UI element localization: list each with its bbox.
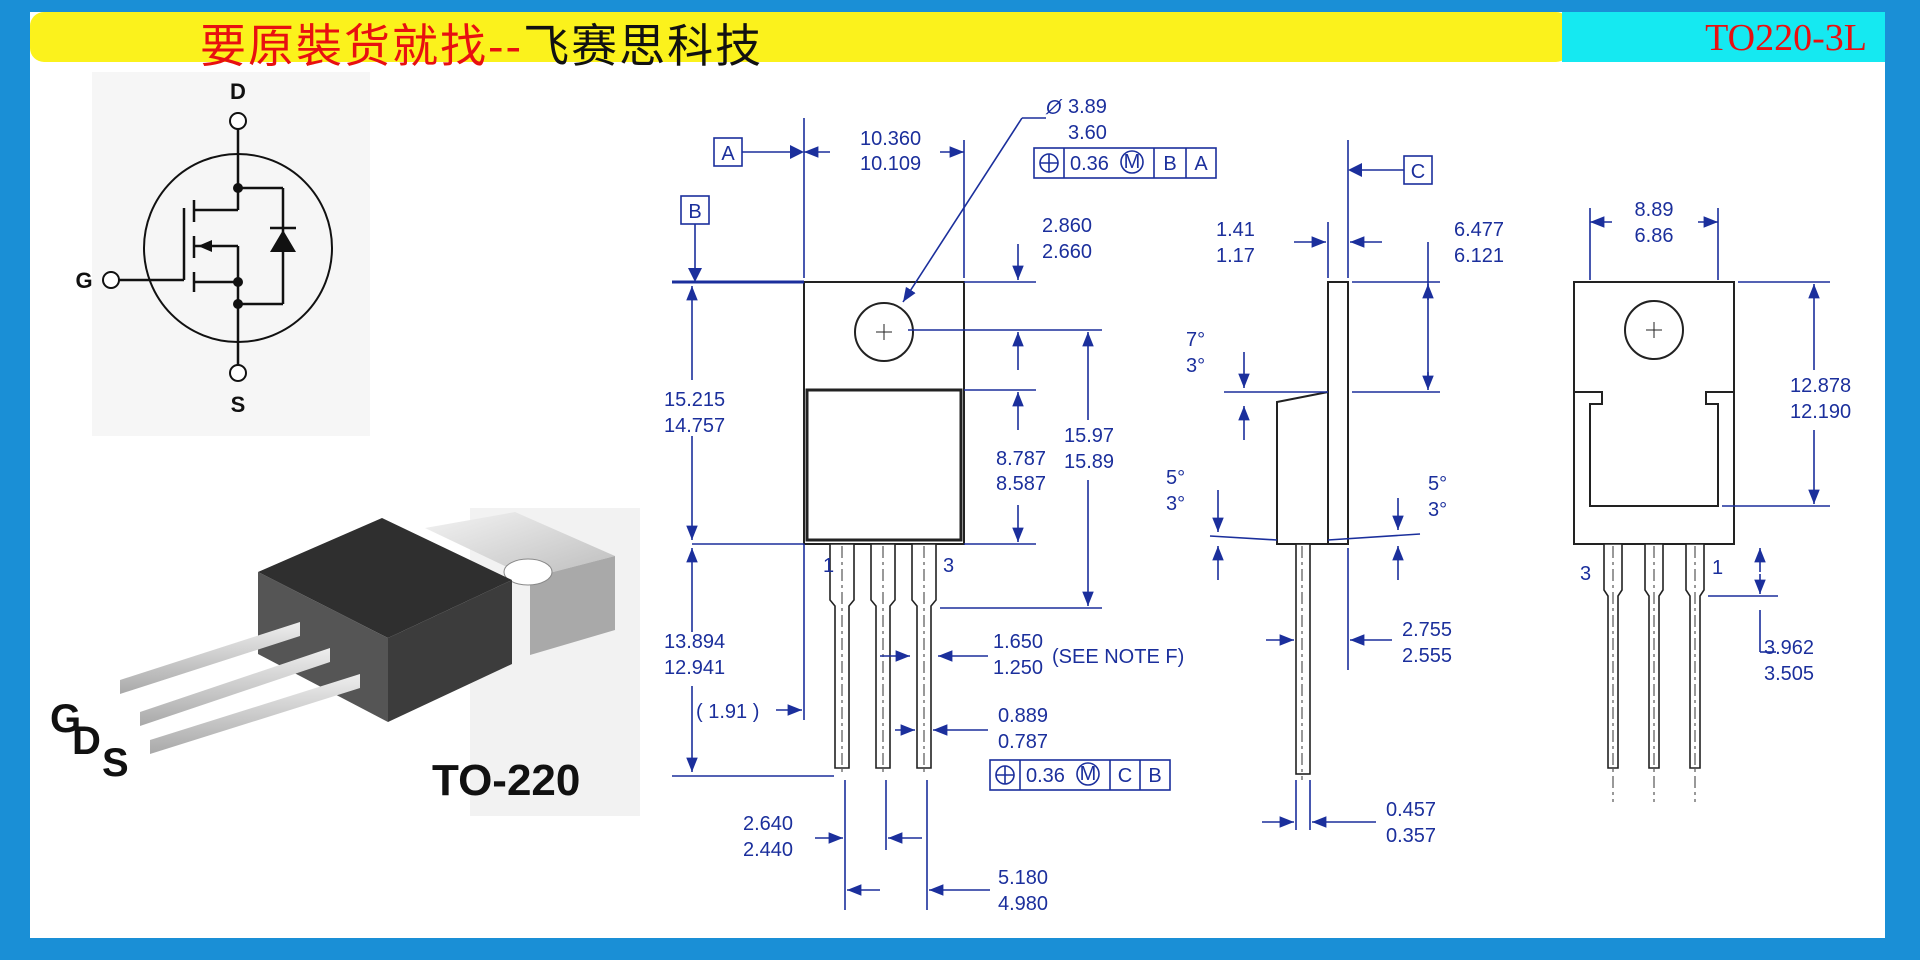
- draft-left-min: 3°: [1166, 493, 1185, 515]
- fcf-top: 0.36 M B A: [1033, 147, 1217, 179]
- drain-terminal: [229, 112, 247, 130]
- lead-width-note: (SEE NOTE F): [1052, 646, 1184, 668]
- side-tab: [1327, 281, 1349, 545]
- lead-thin-max: 0.889: [998, 705, 1048, 727]
- back-standoff-min: 3.505: [1764, 663, 1814, 685]
- draft-top-min: 3°: [1186, 355, 1205, 377]
- span-max: 5.180: [998, 867, 1048, 889]
- draft-left-max: 5°: [1166, 467, 1185, 489]
- hole-to-lead-max: 15.97: [1064, 425, 1114, 447]
- gate-terminal: [102, 271, 120, 289]
- draft-right-min: 3°: [1428, 499, 1447, 521]
- pitch-min: 2.440: [743, 839, 793, 861]
- tab-h-max: 6.477: [1454, 219, 1504, 241]
- back-height-max: 12.878: [1790, 375, 1851, 397]
- body-diode-icon: [270, 230, 296, 252]
- front-leads: [829, 543, 937, 776]
- back-standoff-max: 3.962: [1764, 637, 1814, 659]
- back-width-max: 8.89: [1635, 199, 1674, 221]
- back-exposed-pad: [1574, 391, 1734, 507]
- fcf-bottom-modifier: M: [1080, 763, 1097, 785]
- body-lower-min: 8.587: [996, 473, 1046, 495]
- lead-length-min: 12.941: [664, 657, 725, 679]
- lead-offset-min: 2.555: [1402, 645, 1452, 667]
- span-min: 4.980: [998, 893, 1048, 915]
- tab-top-min: 2.660: [1042, 241, 1092, 263]
- package-tag: TO220-3L: [1562, 12, 1885, 62]
- back-pin3-label: 3: [1580, 563, 1591, 585]
- hole-dia-max: 3.89: [1068, 96, 1107, 118]
- lead-width-min: 1.250: [993, 657, 1043, 679]
- source-terminal: [229, 364, 247, 382]
- tab-top-max: 2.860: [1042, 215, 1092, 237]
- hole-dia-min: 3.60: [1068, 122, 1107, 144]
- datum-c: C: [1411, 161, 1425, 183]
- fcf-bottom-datum2: B: [1148, 765, 1161, 787]
- lead-length-max: 13.894: [664, 631, 725, 653]
- fcf-bottom: 0.36 M C B: [989, 759, 1171, 791]
- fcf-top-datum2: A: [1194, 153, 1208, 175]
- pitch-max: 2.640: [743, 813, 793, 835]
- lead-thk-min: 0.357: [1386, 825, 1436, 847]
- back-leads: [1603, 543, 1705, 802]
- fcf-bottom-datum1: C: [1118, 765, 1132, 787]
- front-view: 1 3 A B 10.360 10.109 Ø 3.89 3.60: [664, 96, 1217, 915]
- front-body: [805, 388, 963, 542]
- fcf-top-tolerance: 0.36: [1070, 153, 1109, 175]
- channel-arrow-icon: [198, 240, 212, 252]
- drain-label: D: [230, 79, 246, 104]
- side-view: C 1.41 1.17 6.477 6.121 7° 3° 5° 3° 5° 3: [1166, 140, 1504, 847]
- body-height-min: 14.757: [664, 415, 725, 437]
- to220-photo: G D S TO-220: [50, 508, 640, 816]
- hole-to-lead-min: 15.89: [1064, 451, 1114, 473]
- datum-b: B: [688, 201, 701, 223]
- lead-width-max: 1.650: [993, 631, 1043, 653]
- lead-thk-max: 0.457: [1386, 799, 1436, 821]
- mosfet-schematic: D S G: [75, 72, 370, 436]
- tab-h-min: 6.121: [1454, 245, 1504, 267]
- photo-pin-s: S: [102, 741, 129, 785]
- diameter-symbol: Ø: [1045, 97, 1063, 119]
- front-pin3-label: 3: [943, 555, 954, 577]
- banner-company: 飞赛思科技: [523, 19, 764, 73]
- tab-thk-max: 1.41: [1216, 219, 1255, 241]
- draft-right-max: 5°: [1428, 473, 1447, 495]
- back-pin1-label: 1: [1712, 557, 1723, 579]
- lead-offset-max: 2.755: [1402, 619, 1452, 641]
- front-pin1-label: 1: [823, 555, 834, 577]
- photo-leads: [120, 622, 360, 754]
- title-banner: 要原裝货就找--飞赛思科技: [30, 12, 1570, 73]
- banner-slogan: 要原裝货就找: [200, 19, 488, 73]
- source-label: S: [231, 392, 246, 417]
- back-view: 3 1 8.89 6.86 12.878 12.190 3.962 3.505: [1573, 199, 1851, 802]
- body-height-max: 15.215: [664, 389, 725, 411]
- fcf-top-datum1: B: [1163, 153, 1176, 175]
- photo-pin-g: G: [50, 697, 81, 741]
- back-height-min: 12.190: [1790, 401, 1851, 423]
- gate-label: G: [75, 268, 92, 293]
- package-name-label: TO-220: [432, 756, 580, 805]
- photo-pin-d: D: [72, 719, 101, 763]
- side-lead: [1295, 543, 1311, 775]
- side-body: [1276, 390, 1329, 545]
- banner-title: 要原裝货就找--飞赛思科技: [200, 10, 763, 76]
- fcf-top-modifier: M: [1124, 151, 1141, 173]
- front-width-max: 10.360: [860, 128, 921, 150]
- package-tag-text: TO220-3L: [1705, 17, 1867, 59]
- datum-a: A: [721, 143, 735, 165]
- lead-ref: ( 1.91 ): [696, 701, 759, 723]
- back-width-min: 6.86: [1635, 225, 1674, 247]
- front-width-min: 10.109: [860, 153, 921, 175]
- lead-thin-min: 0.787: [998, 731, 1048, 753]
- banner-dashes: --: [488, 19, 524, 73]
- draft-top-max: 7°: [1186, 329, 1205, 351]
- fcf-bottom-tolerance: 0.36: [1026, 765, 1065, 787]
- body-lower-max: 8.787: [996, 448, 1046, 470]
- tab-thk-min: 1.17: [1216, 245, 1255, 267]
